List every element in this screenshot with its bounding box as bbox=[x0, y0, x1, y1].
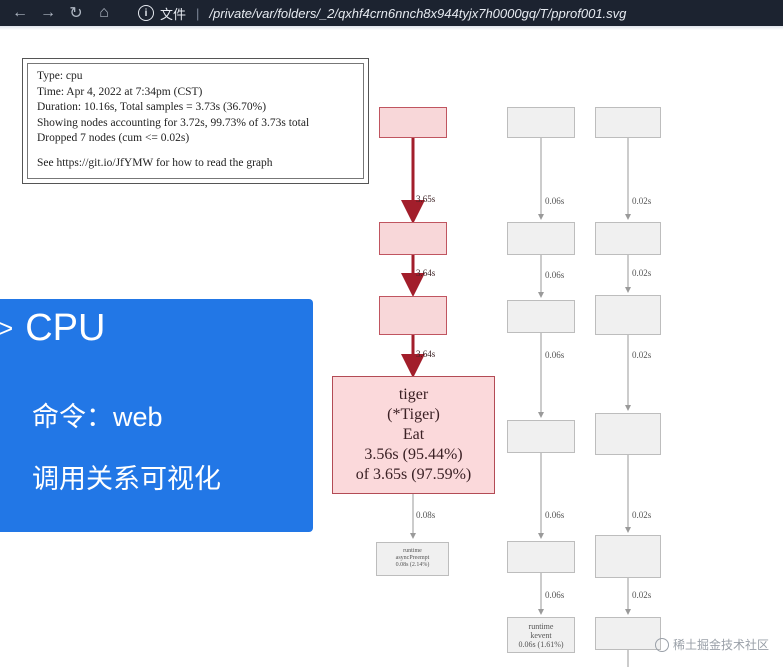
annotation-overlay: > CPU 命令：web 调用关系可视化 bbox=[0, 299, 313, 532]
toolbar-shadow bbox=[0, 26, 783, 30]
edge-label-main-3: 3.64s bbox=[416, 349, 436, 359]
home-icon[interactable]: ⌂ bbox=[99, 4, 109, 21]
graph-node-main-3[interactable] bbox=[379, 296, 447, 335]
async-preempt-pkg: runtime bbox=[403, 548, 422, 554]
edge-label-mid-3: 0.06s bbox=[545, 350, 565, 360]
graph-node-main-2[interactable] bbox=[379, 222, 447, 255]
scheme-label: 文件 bbox=[160, 6, 187, 22]
tiger-node-flat: 3.56s (95.44%) bbox=[364, 446, 463, 463]
async-preempt-func: asyncPreempt bbox=[395, 555, 430, 561]
info-icon[interactable]: i bbox=[138, 5, 154, 21]
profile-info-box: Type: cpu Time: Apr 4, 2022 at 7:34pm (C… bbox=[22, 58, 369, 184]
reload-icon[interactable]: ↻ bbox=[69, 5, 83, 22]
browser-toolbar: ← → ↻ ⌂ i 文件 | /private/var/folders/_2/q… bbox=[0, 0, 783, 26]
arrow-left-icon[interactable]: ← bbox=[12, 4, 28, 21]
graph-node-kevent[interactable]: runtime kevent 0.06s (1.61%) bbox=[507, 617, 575, 653]
tiger-node-receiver: (*Tiger) bbox=[387, 406, 440, 423]
edge-label-right-5: 0.02s bbox=[632, 590, 652, 600]
arrow-right-icon[interactable]: → bbox=[40, 4, 56, 21]
profile-type: Type: cpu bbox=[37, 70, 83, 82]
profile-dropped: Dropped 7 nodes (cum <= 0.02s) bbox=[37, 132, 190, 144]
overlay-title: > CPU bbox=[0, 307, 105, 350]
chevron-right-icon: > bbox=[0, 313, 14, 343]
graph-node-right-5[interactable] bbox=[595, 535, 661, 578]
profile-help-link[interactable]: See https://git.io/JfYMW for how to read… bbox=[37, 156, 273, 169]
edge-label-mid-1: 0.06s bbox=[545, 196, 565, 206]
graph-node-tiger-eat[interactable]: tiger (*Tiger) Eat 3.56s (95.44%) of 3.6… bbox=[332, 376, 495, 494]
tiger-node-cum: of 3.65s (97.59%) bbox=[355, 466, 472, 483]
graph-node-mid-4[interactable] bbox=[507, 420, 575, 453]
edge-label-right-2: 0.02s bbox=[632, 268, 652, 278]
graph-node-mid-1[interactable] bbox=[507, 107, 575, 138]
edge-label-right-1: 0.02s bbox=[632, 196, 652, 206]
async-preempt-flat: 0.08s (2.14%) bbox=[395, 562, 430, 568]
edge-label-mid-5: 0.06s bbox=[545, 590, 565, 600]
graph-node-right-1[interactable] bbox=[595, 107, 661, 138]
overlay-title-text: CPU bbox=[25, 307, 106, 349]
edge-label-mid-4: 0.06s bbox=[545, 510, 565, 520]
graph-node-mid-3[interactable] bbox=[507, 300, 575, 333]
edge-label-tiger-child: 0.08s bbox=[416, 510, 436, 520]
address-bar[interactable]: i 文件 | /private/var/folders/_2/qxhf4crn6… bbox=[138, 4, 626, 23]
edge-label-mid-2: 0.06s bbox=[545, 270, 565, 280]
kevent-pkg: runtime bbox=[528, 622, 554, 631]
watermark-logo-icon bbox=[654, 637, 669, 652]
overlay-command-line: 命令：web bbox=[32, 402, 163, 432]
tiger-node-method: Eat bbox=[402, 426, 425, 443]
graph-node-mid-5[interactable] bbox=[507, 541, 575, 573]
kevent-func: kevent bbox=[530, 631, 552, 640]
graph-node-async-preempt[interactable]: runtime asyncPreempt 0.08s (2.14%) bbox=[376, 542, 449, 576]
profile-time: Time: Apr 4, 2022 at 7:34pm (CST) bbox=[37, 85, 203, 98]
edge-label-right-3: 0.02s bbox=[632, 350, 652, 360]
kevent-flat: 0.06s (1.61%) bbox=[518, 640, 564, 649]
edge-label-main-1: 3.65s bbox=[416, 194, 436, 204]
edge-label-right-4: 0.02s bbox=[632, 510, 652, 520]
overlay-description-line: 调用关系可视化 bbox=[32, 464, 221, 494]
profile-duration: Duration: 10.16s, Total samples = 3.73s … bbox=[37, 101, 267, 113]
graph-node-right-3[interactable] bbox=[595, 295, 661, 335]
graph-node-right-2[interactable] bbox=[595, 222, 661, 255]
watermark-text: 稀土掘金技术社区 bbox=[672, 638, 769, 652]
graph-node-main-root[interactable] bbox=[379, 107, 447, 138]
graph-node-right-4[interactable] bbox=[595, 413, 661, 455]
profile-showing: Showing nodes accounting for 3.72s, 99.7… bbox=[37, 116, 310, 129]
edge-label-main-2: 3.64s bbox=[416, 268, 436, 278]
graph-node-right-6[interactable] bbox=[595, 617, 661, 650]
url-text[interactable]: /private/var/folders/_2/qxhf4crn6nnch8x9… bbox=[209, 5, 627, 21]
tiger-node-name: tiger bbox=[398, 386, 429, 403]
watermark: 稀土掘金技术社区 bbox=[654, 636, 769, 653]
graph-node-mid-2[interactable] bbox=[507, 222, 575, 255]
address-separator: | bbox=[196, 5, 200, 21]
